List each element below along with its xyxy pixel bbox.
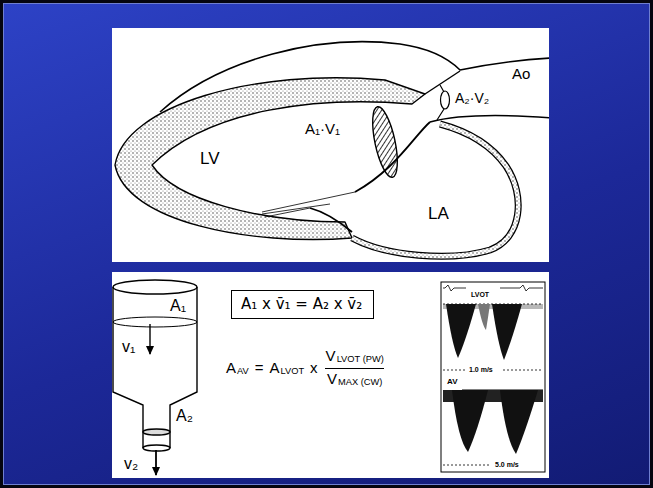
drawing-part — [310, 208, 352, 232]
drawing-part — [143, 429, 170, 435]
subscript: LVOT (PW) — [337, 354, 384, 364]
scale-label: 1.0 m/s — [468, 366, 494, 374]
drawing-part — [443, 285, 466, 291]
velocity-symbol: V — [327, 371, 337, 388]
drawing-part — [115, 78, 425, 240]
vessel-label: Ao — [512, 66, 530, 83]
drawing-part — [149, 324, 150, 354]
formula-box: A₁ x v̄₁ = A₂ x v̄₂ — [231, 290, 374, 319]
area-velocity-label: A₂·V₂ — [455, 91, 489, 106]
area-symbol: A — [226, 360, 236, 377]
velocity-symbol: V — [326, 348, 336, 365]
velocity-label: v₁ — [122, 338, 135, 356]
formula-panel — [112, 272, 549, 478]
drawing-part — [441, 282, 545, 472]
heart-panel — [112, 28, 549, 262]
drawing-part — [452, 390, 488, 452]
area-velocity-label: A₁·V₁ — [305, 121, 340, 138]
drawing-part — [113, 280, 197, 294]
drawing-part — [446, 304, 476, 358]
funnel-drawing — [113, 280, 197, 475]
drawing-part — [368, 105, 403, 180]
doppler-label: AV — [446, 378, 459, 387]
drawing-part — [478, 304, 490, 330]
drawing-part — [492, 304, 522, 360]
subscript: MAX (CW) — [338, 377, 382, 387]
drawing-part — [430, 115, 549, 122]
subscript: AV — [237, 366, 249, 376]
area-label: A₂ — [176, 407, 193, 425]
numerator: VLVOT (PW) — [324, 347, 386, 368]
drawing-part — [443, 465, 491, 466]
drawing-part — [113, 287, 197, 448]
drawing-part — [355, 122, 430, 192]
valve-area-formula: AAV=ALVOTxVLVOT (PW)VMAX (CW) — [226, 347, 386, 390]
subscript: LVOT — [281, 366, 305, 376]
equals-sign: = — [255, 360, 264, 377]
doppler-label: LVOT — [470, 291, 490, 299]
drawing-part — [155, 450, 157, 475]
chamber-label: LA — [428, 205, 449, 224]
drawing-part — [443, 370, 465, 371]
drawing-part — [262, 192, 355, 217]
scale-label: 5.0 m/s — [494, 461, 520, 469]
fraction: VLVOT (PW)VMAX (CW) — [324, 347, 386, 390]
drawing-part — [500, 285, 543, 291]
velocity-label: v₂ — [124, 455, 138, 473]
drawing-part — [441, 91, 450, 109]
drawing-part — [503, 370, 543, 371]
times-sign: x — [310, 360, 318, 377]
denominator: VMAX (CW) — [325, 368, 384, 391]
formula-text: A₁ x v̄₁ = A₂ x v̄₂ — [241, 295, 362, 313]
chamber-label: LV — [200, 150, 220, 169]
heart-drawing — [115, 42, 549, 256]
doppler-image — [441, 282, 545, 472]
area-label: A₁ — [170, 297, 186, 315]
drawing-part — [113, 317, 197, 327]
drawing-part — [500, 390, 538, 454]
drawing-part — [437, 85, 444, 120]
area-symbol: A — [270, 360, 280, 377]
